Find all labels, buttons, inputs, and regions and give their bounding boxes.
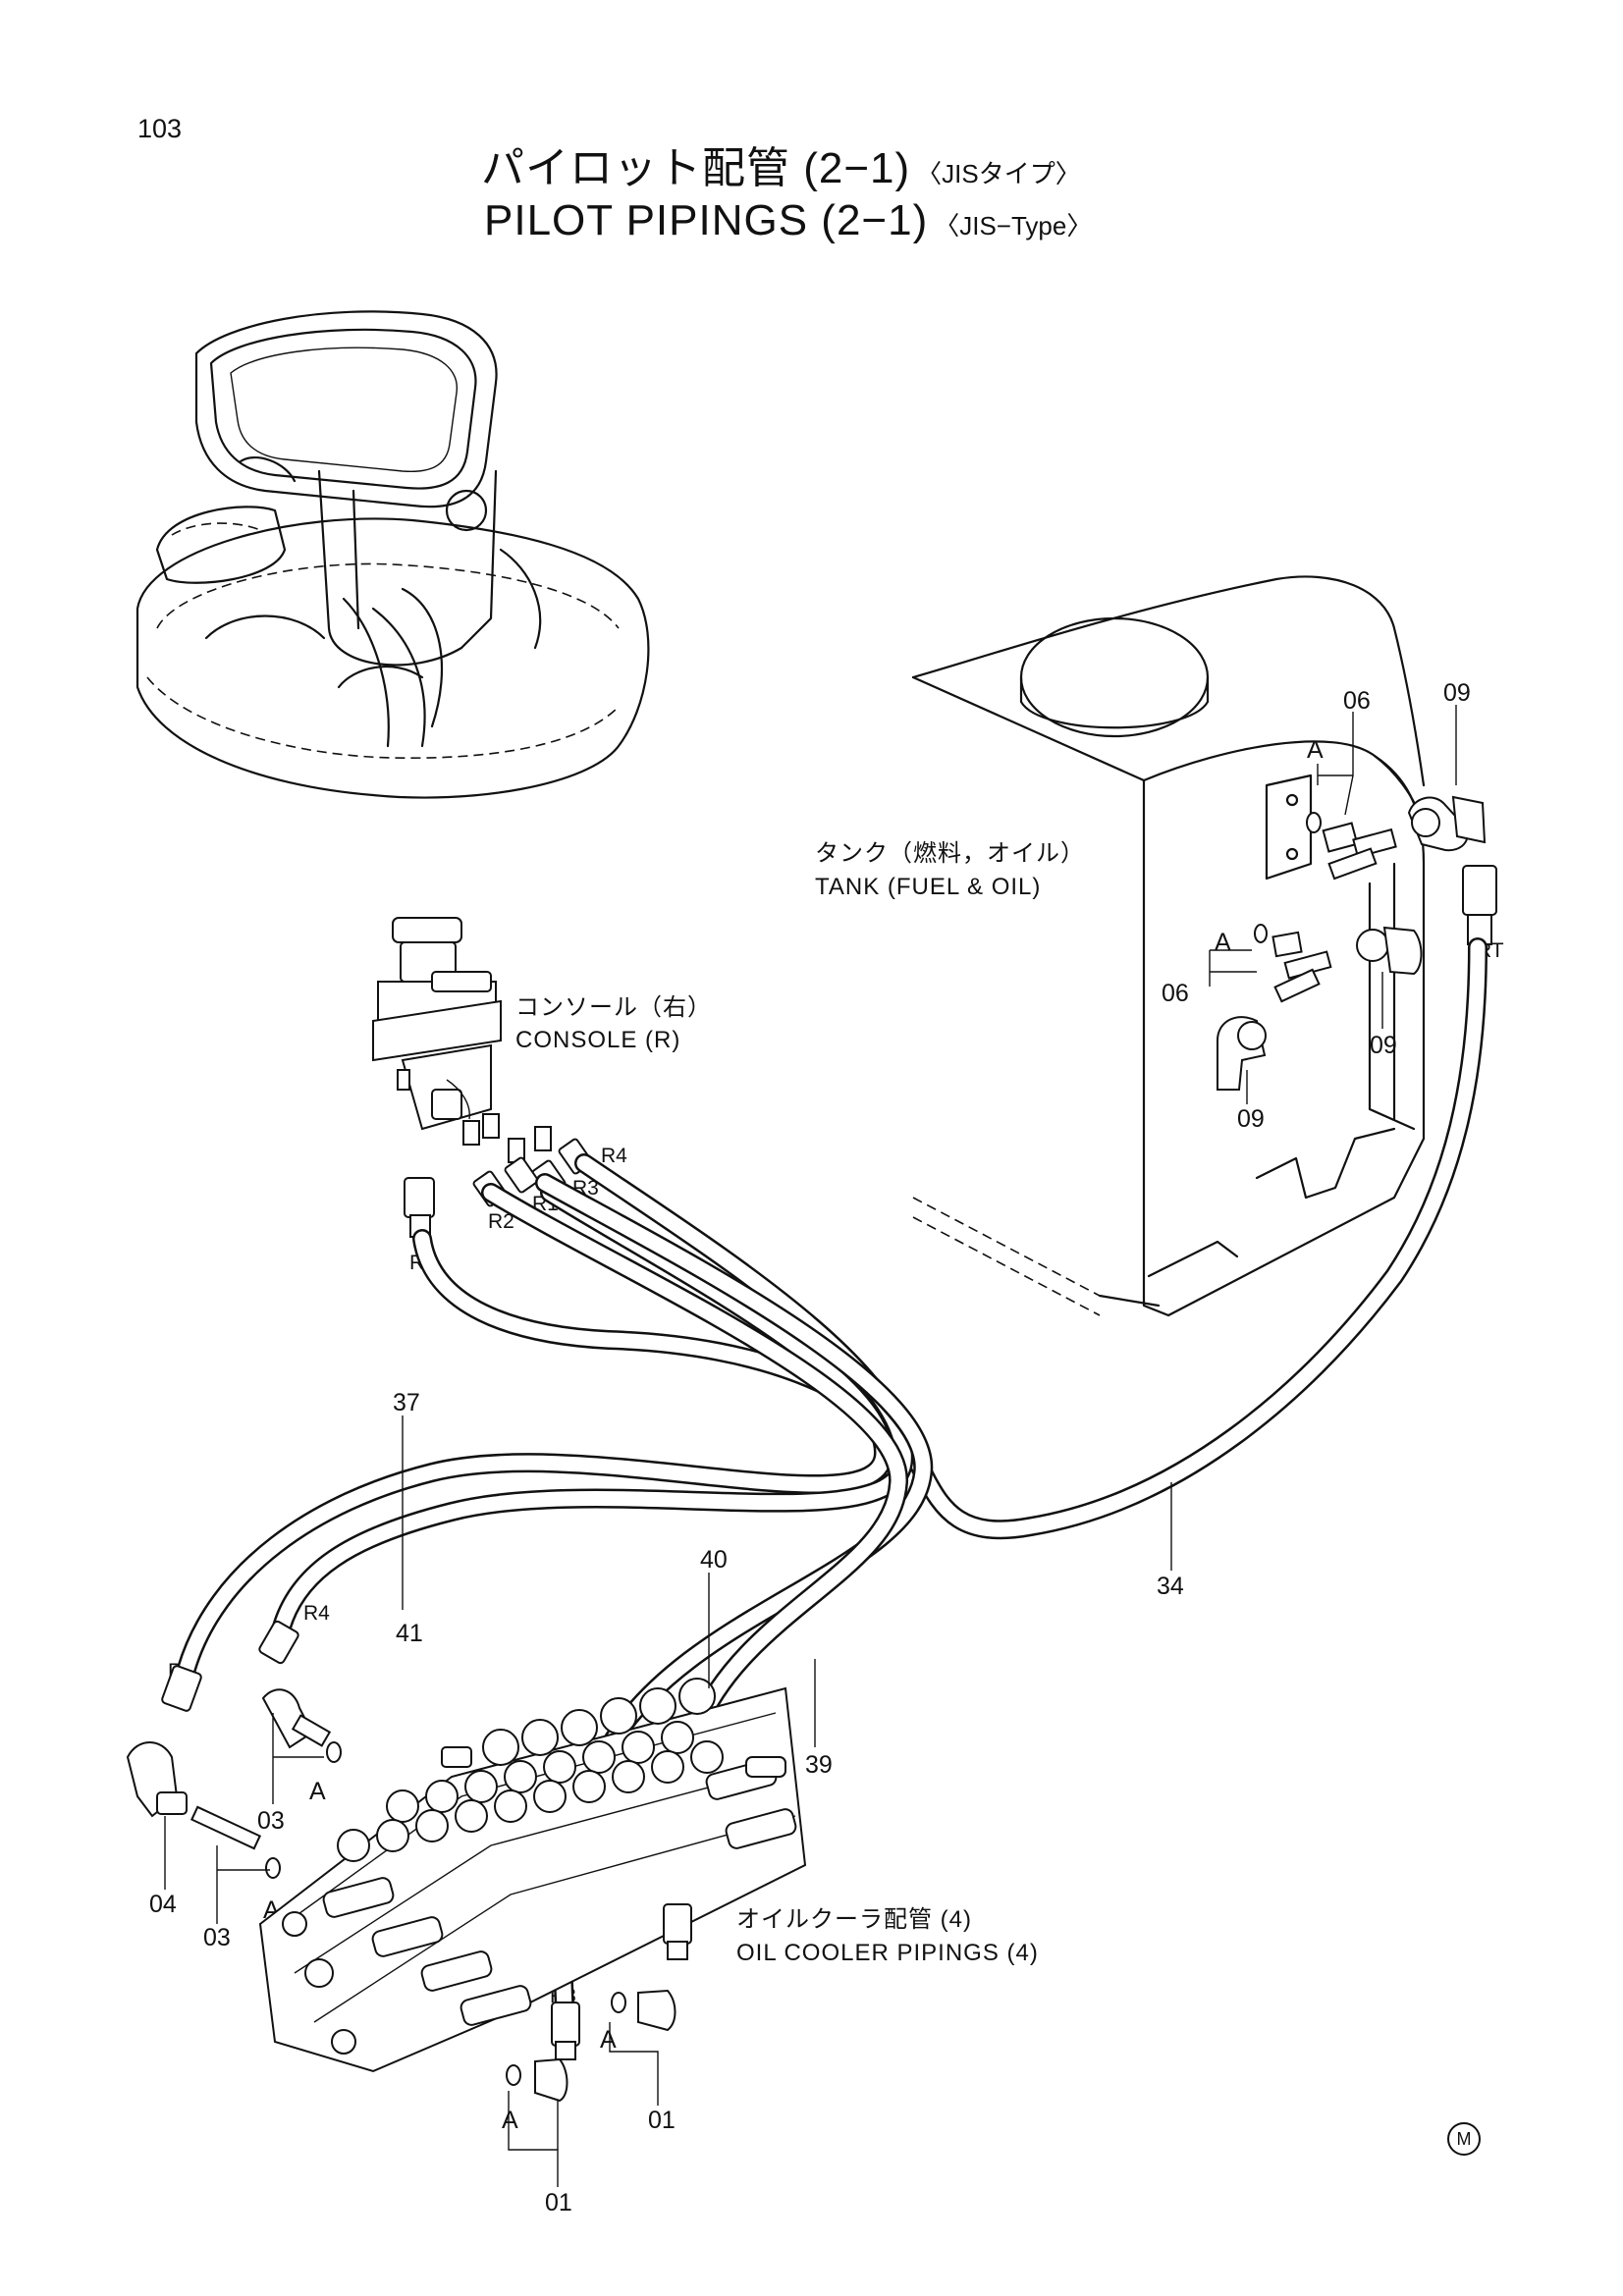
control-valve-illustration bbox=[258, 1678, 807, 2073]
hose-bundle bbox=[177, 937, 1488, 2017]
part-number-09: 09 bbox=[1370, 1032, 1397, 1059]
title-japanese-sub: 〈JISタイプ〉 bbox=[916, 159, 1081, 188]
view-label-a: A bbox=[309, 1778, 326, 1805]
port-label-r2: R2 bbox=[488, 1210, 514, 1233]
part-number-01: 01 bbox=[545, 2189, 572, 2216]
tank-caption-jp: タンク（燃料，オイル） bbox=[815, 840, 1085, 867]
port-label-r4: R4 bbox=[303, 1602, 330, 1625]
view-label-a: A bbox=[600, 2026, 617, 2054]
valve-spools bbox=[337, 1678, 724, 1862]
part-number-03: 03 bbox=[257, 1807, 285, 1835]
part-number-06: 06 bbox=[1343, 687, 1371, 715]
maker-mark: M bbox=[1447, 2122, 1481, 2156]
title-japanese-main: パイロット配管 (2−1) bbox=[481, 144, 911, 192]
part-number-37: 37 bbox=[393, 1389, 420, 1416]
part-number-03: 03 bbox=[203, 1924, 231, 1951]
part-number-09: 09 bbox=[1443, 679, 1471, 707]
oil-cooler-caption-jp: オイルクーラ配管 (4) bbox=[736, 1906, 972, 1933]
part-number-01: 01 bbox=[648, 2107, 676, 2134]
part-number-34: 34 bbox=[1157, 1573, 1184, 1600]
tank-caption-en: TANK (FUEL & OIL) bbox=[815, 874, 1042, 900]
view-label-a: A bbox=[1215, 929, 1231, 956]
title-english-main: PILOT PIPINGS (2−1) bbox=[484, 196, 929, 244]
title-english-sub: 〈JIS−Type〉 bbox=[934, 211, 1093, 240]
valve-fittings bbox=[126, 1415, 1172, 2187]
port-label-r4: R4 bbox=[601, 1145, 627, 1167]
console-caption-en: CONSOLE (R) bbox=[515, 1027, 681, 1053]
tank-fittings bbox=[1209, 705, 1497, 1104]
console-caption-jp: コンソール（右） bbox=[515, 994, 712, 1021]
tank-illustration bbox=[911, 575, 1426, 1317]
view-label-a: A bbox=[502, 2107, 518, 2134]
title-japanese: パイロット配管 (2−1)〈JISタイプ〉 bbox=[481, 147, 1081, 190]
part-number-40: 40 bbox=[700, 1546, 728, 1574]
part-number-06: 06 bbox=[1162, 980, 1189, 1007]
part-number-41: 41 bbox=[396, 1620, 423, 1647]
part-number-39: 39 bbox=[805, 1751, 833, 1779]
seat-console-illustration bbox=[135, 310, 650, 799]
part-number-04: 04 bbox=[149, 1891, 177, 1918]
title-english: PILOT PIPINGS (2−1)〈JIS−Type〉 bbox=[484, 199, 1092, 242]
oil-cooler-caption-en: OIL COOLER PIPINGS (4) bbox=[736, 1940, 1039, 1966]
page-number: 103 bbox=[137, 114, 183, 143]
part-number-09: 09 bbox=[1237, 1105, 1265, 1133]
view-label-a: A bbox=[1307, 736, 1324, 764]
